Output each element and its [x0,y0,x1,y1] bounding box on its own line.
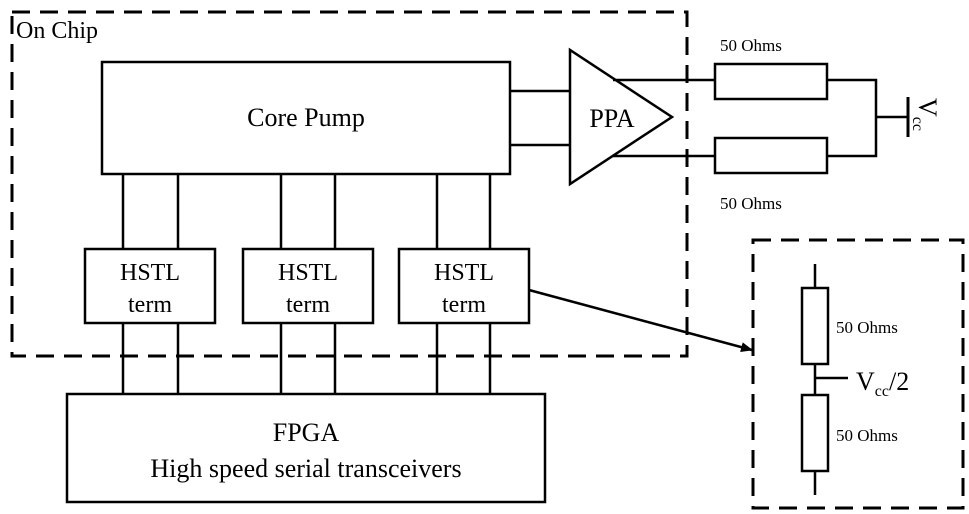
resistor-bottom-label: 50 Ohms [720,194,782,213]
hstl-block-2 [241,247,375,325]
hstl-block-3 [397,247,531,325]
resistor-top [713,62,829,101]
vcc-label-main: V [913,98,942,117]
on-chip-boundary [10,10,689,358]
fpga-title: FPGA [273,418,340,447]
vcc-label: Vcc [909,98,942,131]
hstl-block-3-line2: term [442,292,486,318]
detail-vcc-sub: cc [875,383,889,400]
hstl-block-3-line1: HSTL [434,260,494,286]
core-pump-block [100,60,512,176]
hstl-block-2-line2: term [286,292,330,318]
hstl-block-1-line1: HSTL [120,260,180,286]
detail-resistor-top-label: 50 Ohms [836,318,898,337]
on-chip-label: On Chip [16,18,98,44]
detail-vcc-half-label: Vcc/2 [856,367,909,400]
detail-vcc-suffix: /2 [889,367,909,396]
hstl-block-2-line1: HSTL [278,260,338,286]
fpga-subtitle: High speed serial transceivers [150,454,461,483]
hstl-detail-arrow [528,288,753,352]
fpga-block [65,392,547,504]
hstl-block-1-line2: term [128,292,172,318]
hstl-detail-boundary [751,238,965,510]
detail-resistor-bottom [800,393,830,473]
detail-resistor-bottom-label: 50 Ohms [836,426,898,445]
vcc-label-sub: cc [909,117,926,131]
resistor-bottom [713,136,829,175]
detail-resistor-top [800,286,830,366]
hstl-block-1 [83,247,217,325]
resistor-top-to-node-wire [827,78,878,158]
resistor-top-label: 50 Ohms [720,36,782,55]
ppa-amplifier [568,47,675,187]
ppa-label: PPA [589,104,635,133]
detail-vcc-main: V [856,367,875,396]
core-pump-label: Core Pump [247,103,365,132]
